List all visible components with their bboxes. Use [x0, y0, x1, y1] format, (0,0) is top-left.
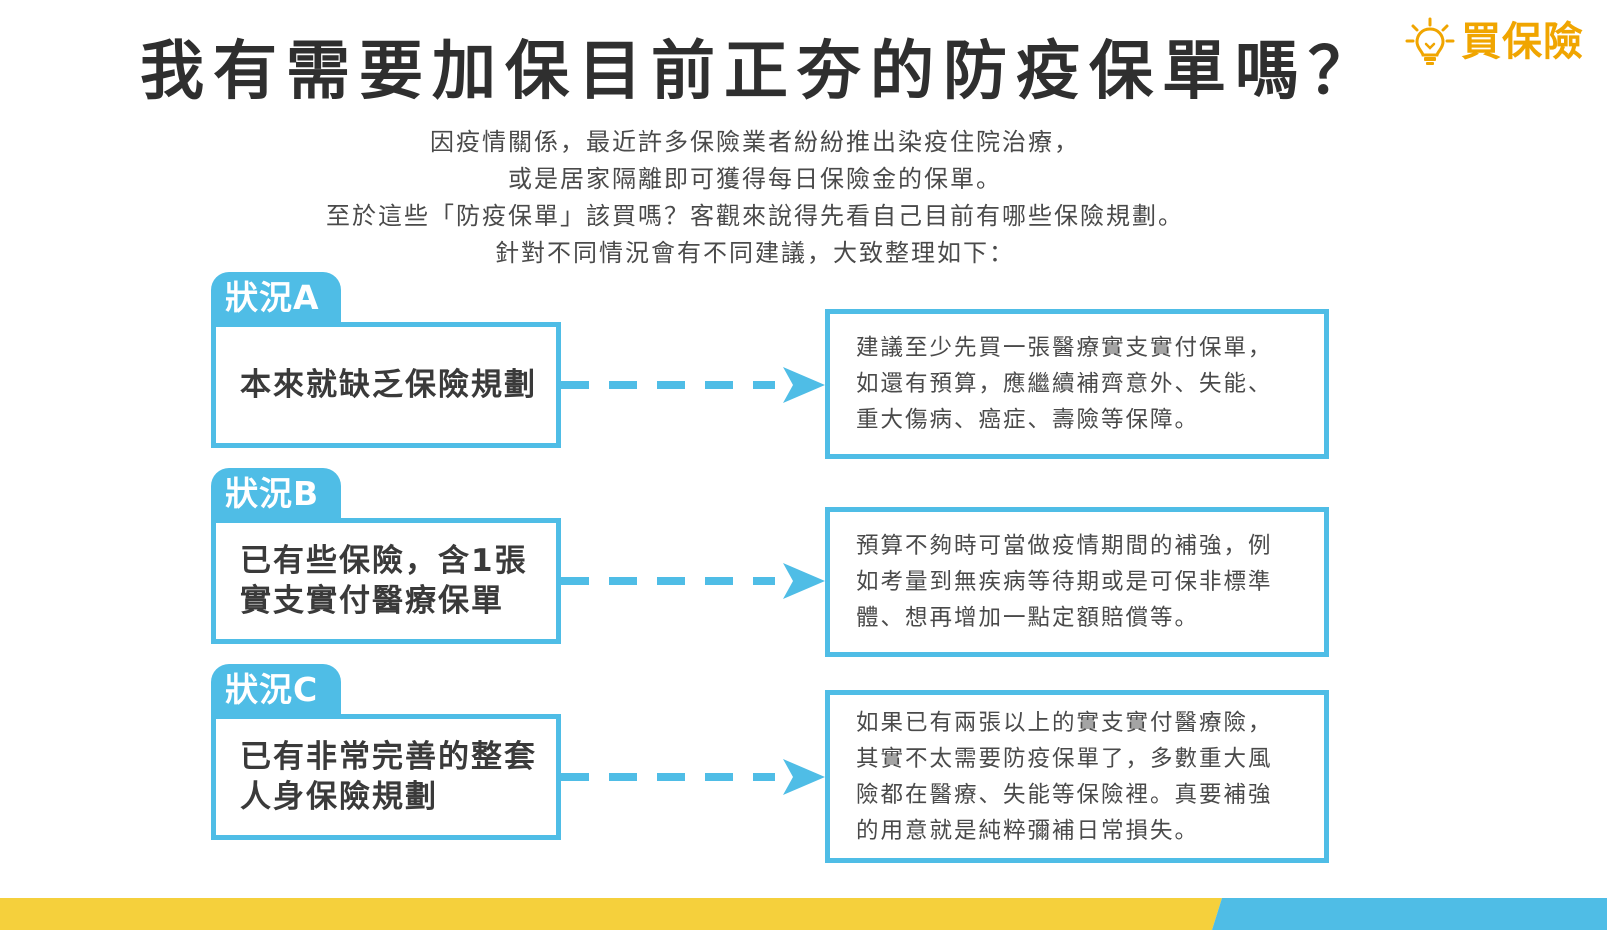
case-c-advice-box: 如果已有兩張以上的實支實付醫療險， 其實不太需要防疫保單了，多數重大風 險都在醫… — [825, 690, 1329, 863]
case-b-advice-text: 預算不夠時可當做疫情期間的補強，例 如考量到無疾病等待期或是可保非標準 體、想再… — [856, 533, 1273, 631]
case-b-arrow — [561, 563, 825, 599]
arrow-head-icon — [783, 367, 825, 403]
case-a-situation-box: 本來就缺乏保險規劃 — [211, 322, 561, 448]
case-c-situation-text: 已有非常完善的整套 人身保險規劃 — [240, 739, 537, 815]
case-b-tab: 狀況B — [211, 468, 341, 520]
lightbulb-icon — [1405, 17, 1455, 65]
intro-line: 或是居家隔離即可獲得每日保險金的保單。 — [508, 165, 1002, 193]
case-a-advice-box: 建議至少先買一張醫療實支實付保單， 如還有預算，應繼續補齊意外、失能、 重大傷病… — [825, 309, 1329, 459]
bottom-color-bar — [0, 898, 1607, 930]
arrow-head-icon — [783, 563, 825, 599]
case-c-tab: 狀況C — [211, 664, 341, 716]
page-title: 我有需要加保目前正夯的防疫保單嗎？ — [140, 35, 1381, 109]
intro-paragraph: 因疫情關係，最近許多保險業者紛紛推出染疫住院治療， 或是居家隔離即可獲得每日保險… — [240, 124, 1270, 272]
case-c-advice-text: 如果已有兩張以上的實支實付醫療險， 其實不太需要防疫保單了，多數重大風 險都在醫… — [856, 709, 1273, 844]
intro-line: 針對不同情況會有不同建議，大致整理如下： — [495, 239, 1015, 267]
case-a-situation-text: 本來就缺乏保險規劃 — [240, 367, 537, 403]
case-a-advice-text: 建議至少先買一張醫療實支實付保單， 如還有預算，應繼續補齊意外、失能、 重大傷病… — [856, 335, 1273, 433]
arrow-head-icon — [783, 759, 825, 795]
brand-logo: 買保險 — [1405, 12, 1584, 72]
case-b-situation-box: 已有些保險，含1張 實支實付醫療保單 — [211, 518, 561, 644]
intro-line: 至於這些「防疫保單」該買嗎？客觀來說得先看自己目前有哪些保險規劃。 — [326, 202, 1184, 230]
case-a-arrow — [561, 367, 825, 403]
case-c-situation-box: 已有非常完善的整套 人身保險規劃 — [211, 714, 561, 840]
case-a-tab: 狀況A — [211, 272, 341, 324]
brand-name: 買保險 — [1461, 19, 1584, 65]
case-b-advice-box: 預算不夠時可當做疫情期間的補強，例 如考量到無疾病等待期或是可保非標準 體、想再… — [825, 507, 1329, 657]
case-c-arrow — [561, 759, 825, 795]
case-b-situation-text: 已有些保險，含1張 實支實付醫療保單 — [240, 543, 528, 619]
intro-line: 因疫情關係，最近許多保險業者紛紛推出染疫住院治療， — [430, 128, 1080, 156]
